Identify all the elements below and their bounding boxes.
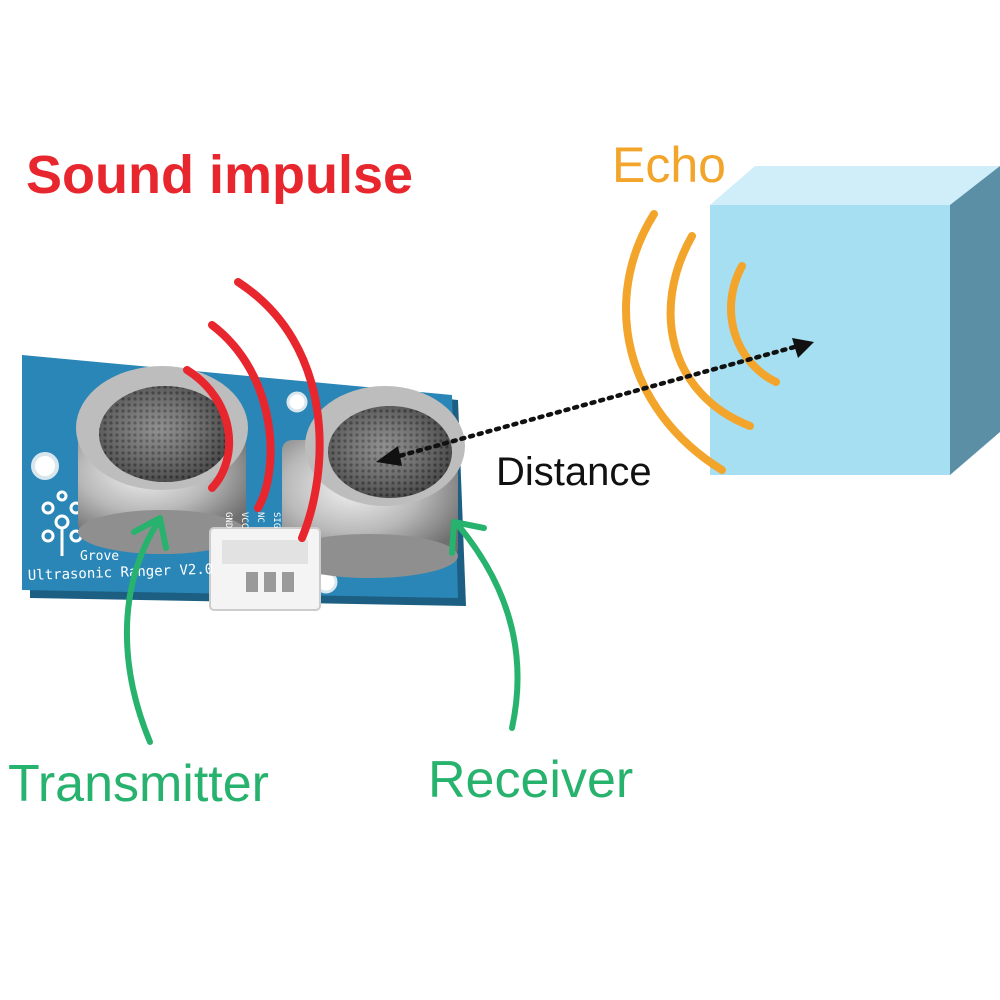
transmitter-label: Transmitter: [8, 755, 269, 813]
target-cube: [710, 166, 1000, 475]
transmitter-pointer-arrow: [124, 515, 169, 745]
mount-hole: [286, 391, 308, 413]
distance-line: [389, 343, 801, 461]
sound-impulse-label: Sound impulse: [26, 145, 414, 205]
board-model-text: Ultrasonic Ranger V2.0: [28, 562, 214, 584]
echo-wave: [727, 262, 780, 386]
echo-label: Echo: [612, 137, 726, 193]
sound-wave: [208, 321, 275, 512]
pin-label: NC: [255, 512, 265, 523]
sound-impulse-waves: [183, 278, 324, 542]
pin-label: SIG: [271, 512, 281, 528]
distance-arrow: [376, 338, 814, 466]
mount-hole: [31, 452, 59, 480]
receiver-pointer-arrow: [449, 519, 521, 731]
echo-wave: [666, 232, 754, 430]
cube-top-face: [710, 166, 1000, 205]
distance-arrowhead-right: [792, 338, 814, 358]
board-pin-labels: GND VCC NC SIG: [223, 512, 281, 528]
board-brand-text: Grove: [80, 549, 119, 564]
distance-arrowhead-left: [376, 446, 402, 466]
pointer-arrows: [124, 515, 521, 745]
echo-waves: [622, 210, 780, 474]
cube-side-face: [950, 166, 1000, 475]
grove-connector: [209, 527, 321, 611]
ultrasonic-sensor-board: Grove Ultrasonic Ranger V2.0 GND VCC NC …: [22, 355, 466, 611]
cube-front-face: [710, 205, 950, 475]
pin-label: GND: [223, 512, 233, 528]
receiver-label: Receiver: [428, 751, 634, 809]
echo-wave: [622, 210, 726, 474]
pin-label: VCC: [239, 512, 249, 528]
sound-wave: [234, 278, 324, 542]
distance-label: Distance: [496, 450, 652, 494]
sound-wave: [183, 366, 234, 492]
